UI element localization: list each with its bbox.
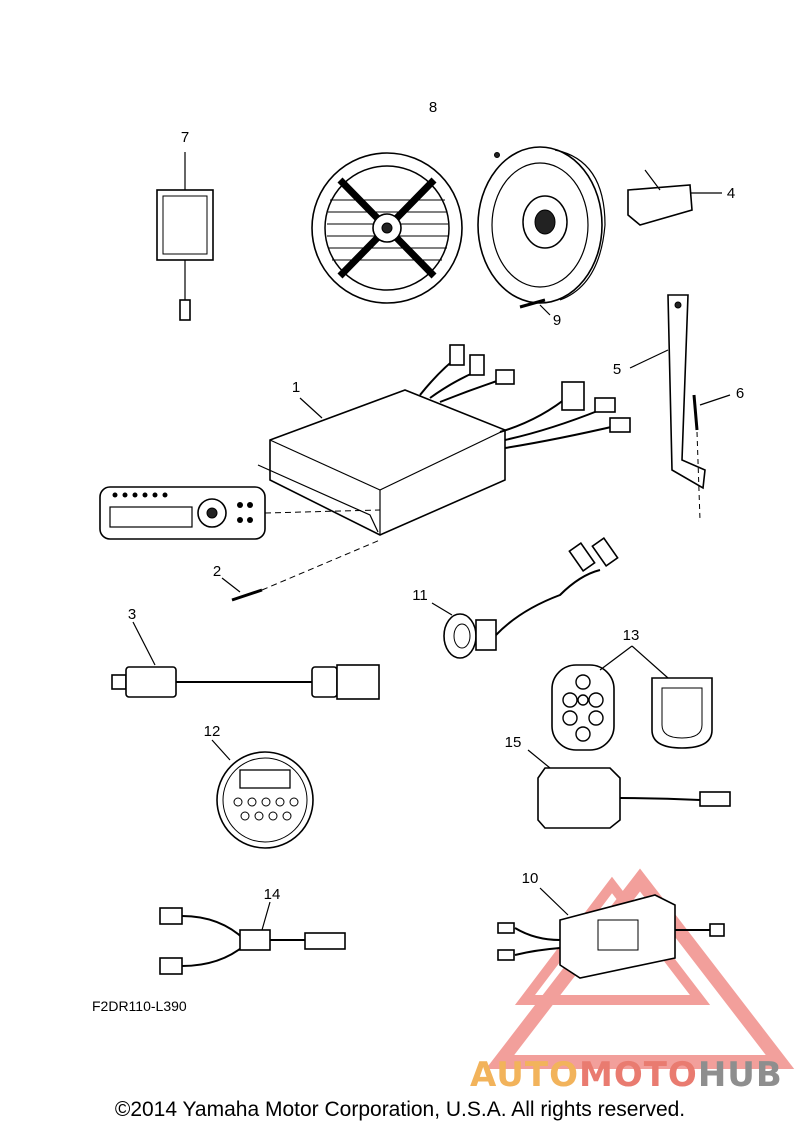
part-5-bracket bbox=[629, 294, 706, 490]
callout-8: 8 bbox=[429, 99, 437, 116]
part-8-speaker-body bbox=[477, 146, 606, 304]
callout-3: 3 bbox=[128, 606, 136, 623]
figure-code: F2DR110-L390 bbox=[92, 998, 187, 1014]
callout-6: 6 bbox=[736, 385, 744, 402]
part-6-screw bbox=[692, 394, 731, 521]
callout-7: 7 bbox=[181, 129, 189, 146]
watermark-text: AUTOMOTOHUB bbox=[470, 1055, 783, 1095]
watermark-part-1: AUTO bbox=[470, 1055, 579, 1095]
callout-9: 9 bbox=[553, 312, 561, 329]
callout-4: 4 bbox=[727, 185, 735, 202]
part-9-screw bbox=[519, 298, 551, 316]
part-12-gauge bbox=[211, 739, 314, 849]
head-unit-faceplate bbox=[99, 486, 381, 540]
part-8-speaker-grille bbox=[311, 152, 463, 304]
callout-14: 14 bbox=[264, 886, 281, 903]
part-11-connector bbox=[431, 537, 619, 659]
callout-5: 5 bbox=[613, 361, 621, 378]
callout-12: 12 bbox=[204, 723, 221, 740]
part-15-module bbox=[527, 749, 731, 829]
part-3-cable bbox=[111, 621, 380, 700]
watermark-part-2: MOTO bbox=[578, 1055, 698, 1095]
callout-2: 2 bbox=[213, 563, 221, 580]
callout-15: 15 bbox=[505, 734, 522, 751]
callout-11: 11 bbox=[412, 587, 428, 604]
copyright-notice: ©2014 Yamaha Motor Corporation, U.S.A. A… bbox=[114, 1098, 686, 1121]
part-10-module bbox=[497, 887, 725, 979]
callout-13: 13 bbox=[623, 627, 640, 644]
part-1-head-unit bbox=[257, 344, 631, 536]
part-13-remote bbox=[551, 645, 713, 751]
callout-1: 1 bbox=[292, 379, 300, 396]
part-7-module bbox=[156, 152, 214, 321]
part-4-connector bbox=[627, 169, 722, 226]
part-14-y-cable bbox=[159, 901, 346, 975]
callout-10: 10 bbox=[522, 870, 539, 887]
watermark-part-3: HUB bbox=[697, 1055, 783, 1095]
part-2-screw bbox=[221, 539, 381, 602]
